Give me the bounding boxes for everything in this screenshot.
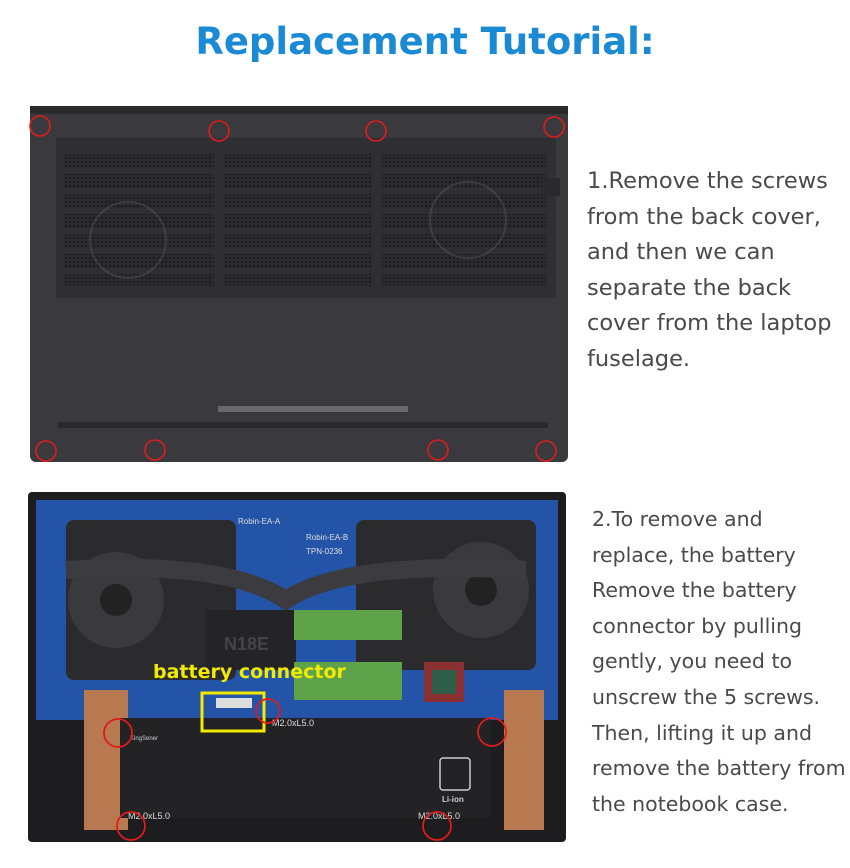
- step-2-line: Then, lifting it up and: [592, 720, 812, 745]
- ram-slot-label: Robin-EA-A: [238, 517, 281, 526]
- screw-markers: [103, 698, 507, 841]
- step-1-line: separate the back: [587, 274, 792, 301]
- page-title: Replacement Tutorial:: [195, 20, 655, 63]
- step-1-line: fuselage.: [587, 345, 691, 372]
- battery-brand: KingSener: [130, 736, 158, 742]
- step-2-line: 2.To remove and: [592, 507, 763, 531]
- ram-slot-label: Robin-EA-B: [306, 533, 348, 542]
- screw-label: M2.0xL5.0: [272, 718, 314, 728]
- step-1-line: from the back cover,: [587, 203, 821, 230]
- model-label: TPN-0236: [306, 547, 343, 556]
- screw-markers: [29, 115, 565, 462]
- step-2-line: unscrew the 5 screws.: [592, 684, 821, 709]
- step-2-line: replace, the battery: [592, 542, 796, 567]
- step-2-line: Remove the battery: [592, 578, 797, 603]
- step-1-instructions: 1.Remove the screws from the back cover,…: [587, 164, 831, 378]
- step-1-line: cover from the laptop: [587, 310, 832, 337]
- step-2-line: remove the battery from: [592, 756, 846, 781]
- step-2-line: gently, you need to: [592, 649, 793, 674]
- battery-connector-callout: battery connector: [153, 661, 346, 683]
- screw-label: M2.0xL5.0: [128, 811, 170, 821]
- internals-photo: N18E Robin-EA-A Robin-EA-B TPN-0236 King…: [28, 492, 566, 842]
- gpu-label: N18E: [224, 634, 269, 654]
- battery-type: Li-ion: [442, 795, 464, 804]
- back-cover-photo: [29, 106, 568, 462]
- step-2-line: connector by pulling: [592, 613, 802, 638]
- step-1-line: 1.Remove the screws: [587, 168, 828, 194]
- step-1-line: and then we can: [587, 239, 775, 266]
- step-2-line: the notebook case.: [592, 791, 789, 816]
- screw-label: M2.0xL5.0: [418, 811, 460, 821]
- step-2-instructions: 2.To remove and replace, the battery Rem…: [592, 502, 846, 822]
- battery-connector-highlight: [200, 691, 266, 733]
